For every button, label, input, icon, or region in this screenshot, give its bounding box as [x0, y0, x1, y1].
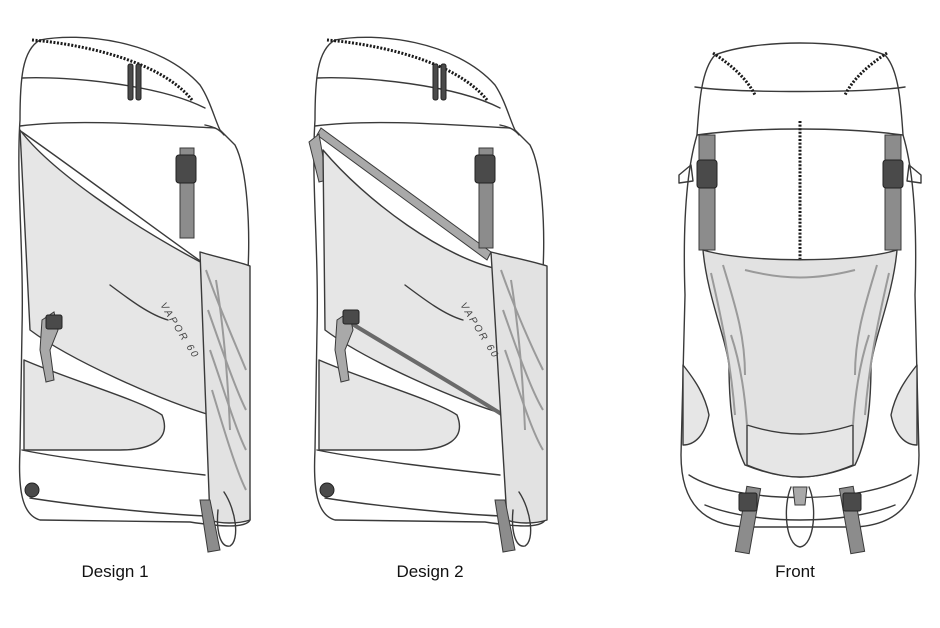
caption-front: Front [775, 562, 815, 581]
caption-design-2: Design 2 [396, 562, 464, 581]
caption-design-1: Design 1 [81, 562, 149, 581]
backpack-design-2-svg: VAPOR 60 [308, 36, 548, 553]
backpack-front-svg [678, 42, 922, 555]
backpack-design-1-illustration: VAPOR 60 [10, 30, 260, 555]
backpack-design-1-svg: VAPOR 60 [18, 36, 251, 553]
backpack-front-illustration [675, 35, 925, 555]
backpack-design-2-illustration: VAPOR 60 [305, 30, 560, 555]
